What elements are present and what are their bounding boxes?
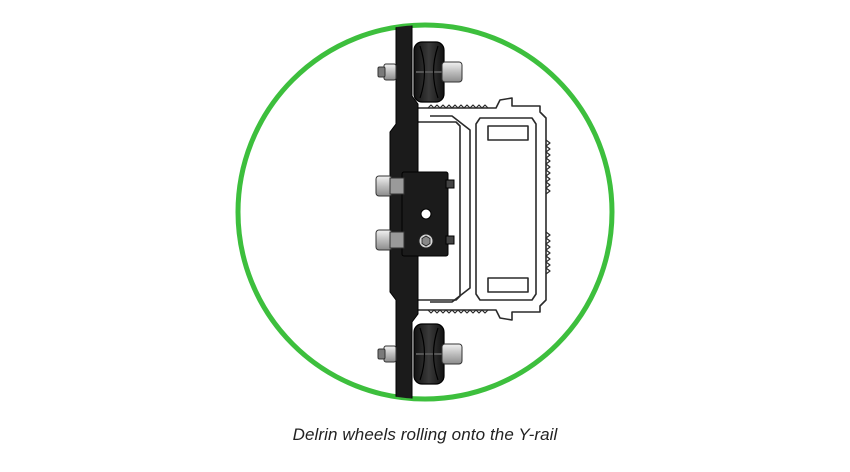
- mounting-bolt-upper: [375, 175, 405, 197]
- figure-caption: Delrin wheels rolling onto the Y-rail: [292, 425, 558, 444]
- mounting-bolt-lower: [375, 229, 405, 251]
- bottom-delrin-wheel: [377, 323, 463, 385]
- top-delrin-wheel: [377, 41, 463, 103]
- eccentric-block: [401, 171, 455, 257]
